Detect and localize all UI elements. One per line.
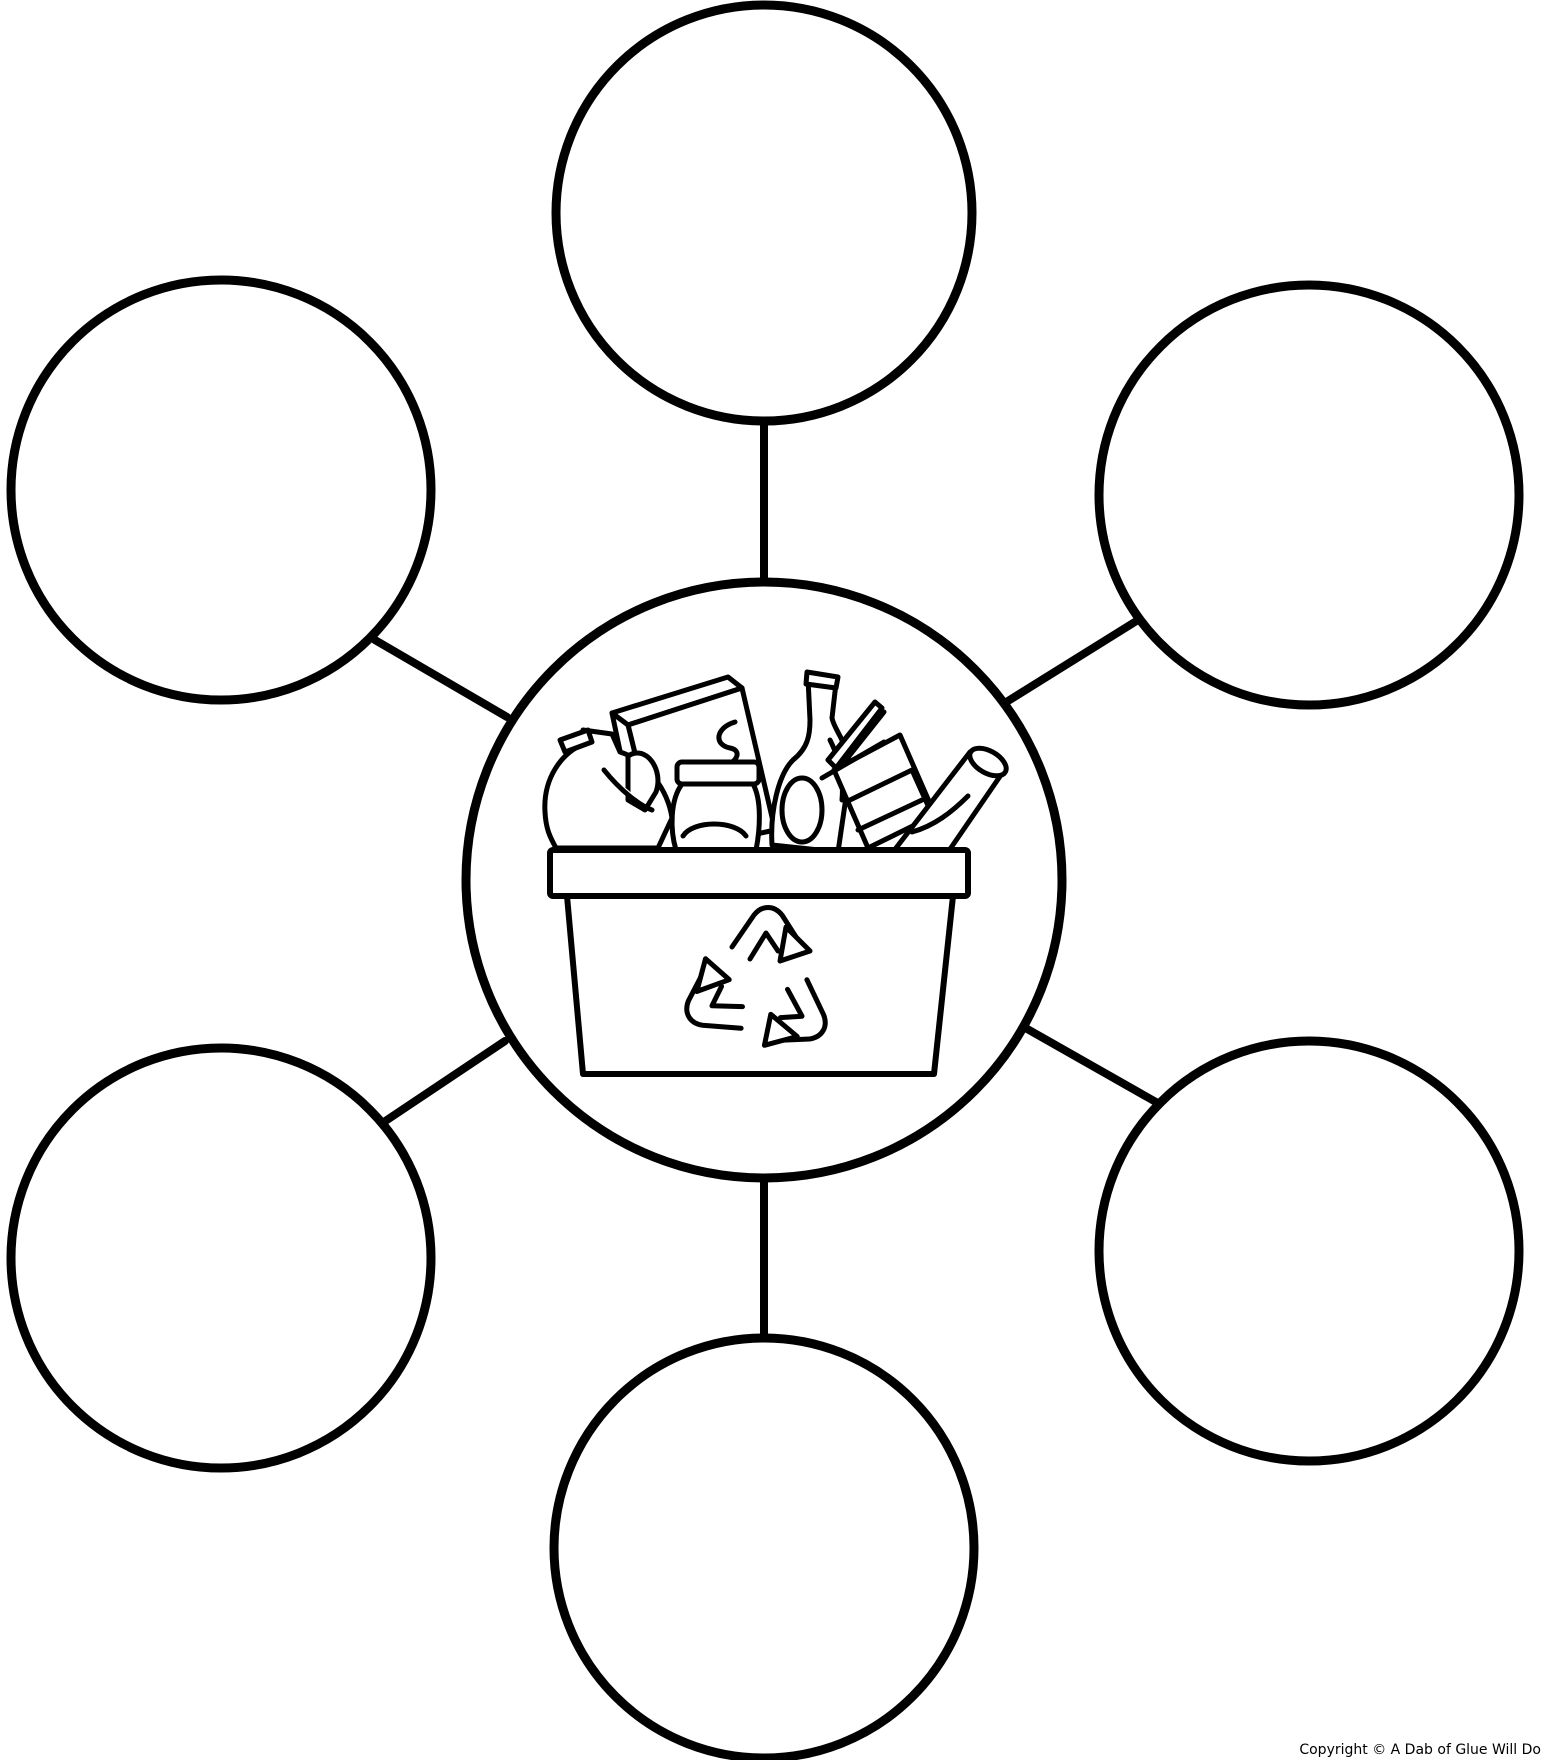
- bubble-top[interactable]: [556, 5, 972, 421]
- bin-rim: [550, 850, 968, 896]
- bubble-lower-right[interactable]: [1099, 1041, 1519, 1461]
- bubble-upper-left[interactable]: [11, 280, 431, 700]
- bubble-bottom[interactable]: [554, 1338, 974, 1758]
- copyright-notice: Copyright © A Dab of Glue Will Do: [1299, 1742, 1541, 1758]
- connector-upper-right: [1008, 620, 1138, 701]
- connector-upper-left: [375, 640, 507, 717]
- jar-icon: [672, 762, 759, 850]
- bubble-upper-right[interactable]: [1099, 285, 1519, 705]
- connector-lower-right: [1022, 1026, 1170, 1110]
- connector-lower-left: [375, 1041, 505, 1128]
- bin-body: [567, 896, 953, 1074]
- bubble-lower-left[interactable]: [11, 1048, 431, 1468]
